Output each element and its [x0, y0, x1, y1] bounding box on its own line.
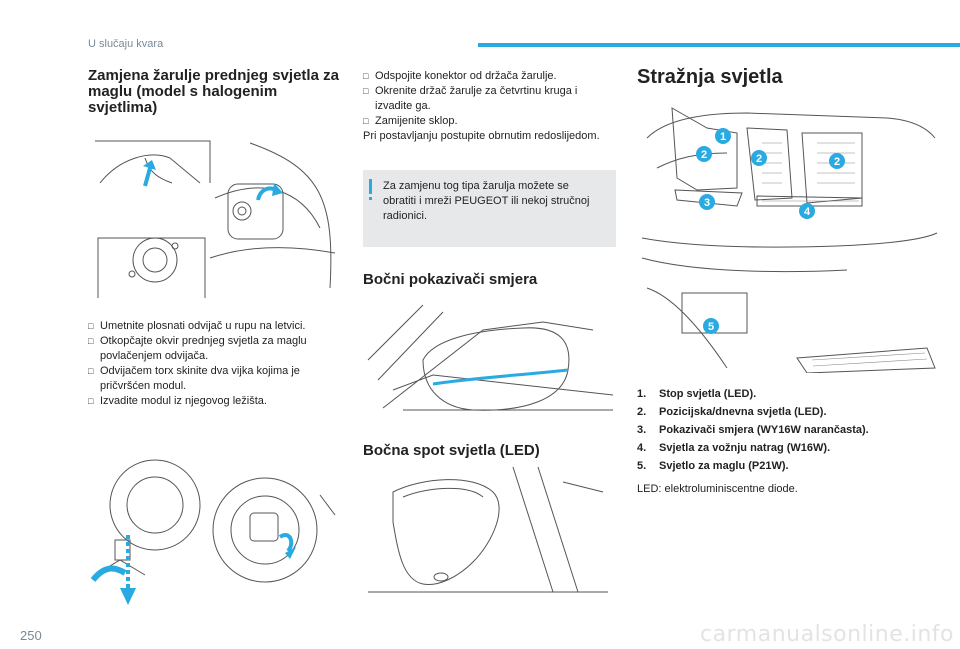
- legend-item: 1.Stop svjetla (LED).: [637, 388, 757, 400]
- info-note-text: Za zamjenu tog tipa žarulja možete se ob…: [383, 180, 590, 222]
- step-item: Odspojite konektor od držača žarulje.: [363, 69, 613, 84]
- callout-badge-2c: [829, 153, 845, 169]
- info-icon: [369, 179, 372, 194]
- callout-badge-3: [699, 194, 715, 210]
- step-item: Odvijačem torx skinite dva vijka kojima …: [88, 364, 343, 394]
- callout-badge-4: [799, 203, 815, 219]
- info-note: Za zamjenu tog tipa žarulja možete se ob…: [363, 170, 616, 247]
- step-item: Otkopčajte okvir prednjeg svjetla za mag…: [88, 334, 343, 364]
- fog-light-steps: Umetnite plosnati odvijač u rupu na letv…: [88, 319, 343, 409]
- callout-badge-2a-label: 2: [701, 149, 707, 161]
- section-header: U slučaju kvara: [88, 38, 164, 50]
- rear-lights-legend: 1.Stop svjetla (LED). 2.Pozicijska/dnevn…: [637, 385, 937, 475]
- callout-badge-3-label: 3: [704, 197, 710, 209]
- callout-badge-4-label: 4: [804, 206, 811, 218]
- reassembly-paragraph: Pri postavljanju postupite obrnutim redo…: [363, 130, 600, 142]
- fog-light-title: Zamjena žarulje prednjeg svjetla za magl…: [88, 67, 339, 116]
- callout-badge-2b: [751, 150, 767, 166]
- callout-badge-2c-label: 2: [834, 156, 840, 168]
- side-mirror-indicator-illustration: [367, 304, 614, 411]
- callout-badge-1-label: 1: [720, 131, 726, 143]
- step-item: Zamijenite sklop.: [363, 114, 613, 129]
- rear-lights-illustration: 1 2 2 2 3 4 5: [641, 107, 938, 373]
- legend-item: 5.Svjetlo za maglu (P21W).: [637, 460, 789, 472]
- side-indicators-title: Bočni pokazivači smjera: [363, 271, 538, 288]
- legend-item: 2.Pozicijska/dnevna svjetla (LED).: [637, 406, 827, 418]
- led-definition: LED: elektroluminiscentne diode.: [637, 483, 798, 495]
- rear-lights-title: Stražnja svjetla: [637, 66, 783, 88]
- side-spot-illustration: [368, 466, 608, 593]
- callout-badge-1: [715, 128, 731, 144]
- legend-item: 3.Pokazivači smjera (WY16W narančasta).: [637, 424, 869, 436]
- info-icon-dot: [369, 197, 372, 200]
- step-item: Okrenite držač žarulje za četvrtinu krug…: [363, 84, 613, 114]
- callout-badge-5: [703, 318, 719, 334]
- callout-badge-2b-label: 2: [756, 153, 762, 165]
- step-item: Izvadite modul iz njegovog ležišta.: [88, 394, 343, 409]
- legend-item: 4.Svjetla za vožnju natrag (W16W).: [637, 442, 831, 454]
- side-spot-title: Bočna spot svjetla (LED): [363, 442, 540, 459]
- bulb-holder-steps: Odspojite konektor od držača žarulje. Ok…: [363, 69, 613, 129]
- page-number: 250: [20, 628, 42, 643]
- step-item: Umetnite plosnati odvijač u rupu na letv…: [88, 319, 343, 334]
- callout-badge-5-label: 5: [708, 321, 714, 333]
- fog-bulb-holder-illustration: [90, 459, 336, 605]
- watermark: carmanualsonline.info: [700, 622, 954, 647]
- callout-badge-2a: [696, 146, 712, 162]
- fog-light-removal-illustration: [95, 140, 336, 298]
- header-accent-bar: [478, 43, 960, 47]
